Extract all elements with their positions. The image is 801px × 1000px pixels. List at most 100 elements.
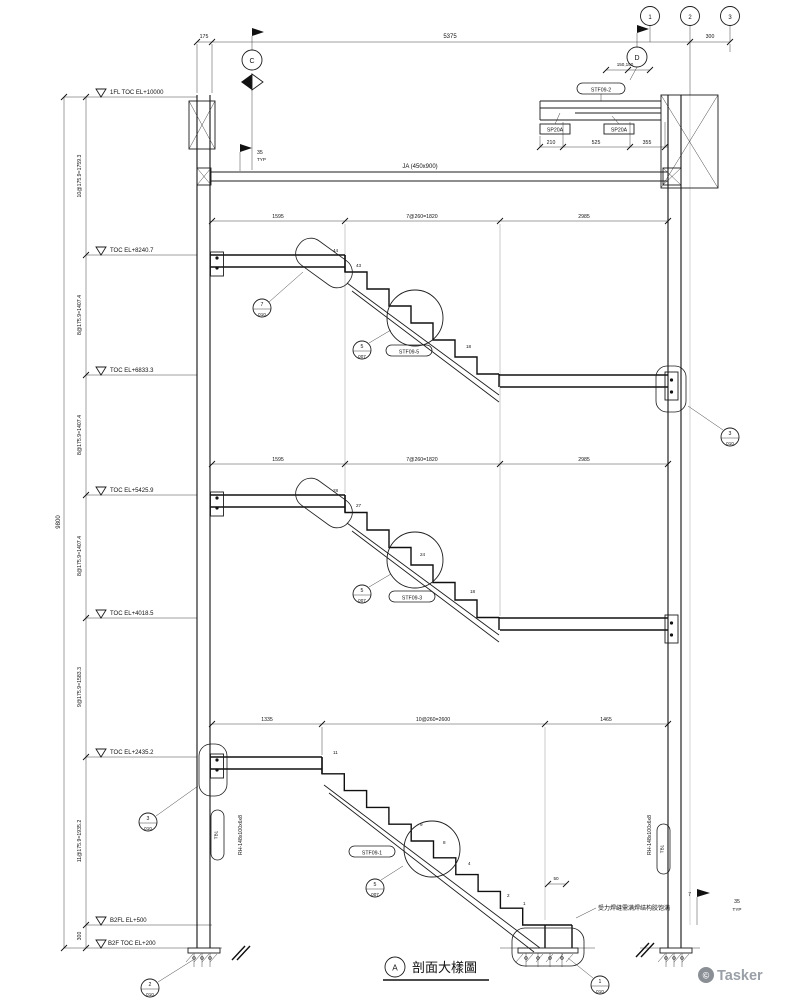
note-leader <box>575 907 597 919</box>
f1-dim-left: 1595 <box>272 214 284 220</box>
f3-step-num-e: 2 <box>507 893 510 898</box>
bolt-circle <box>664 956 668 960</box>
weld-note-text: 受力焊缝需满焊结构胶饱满 <box>598 904 670 912</box>
bolt-circle <box>560 956 564 960</box>
f2-step-num-c: 24 <box>420 552 426 557</box>
f1-step-num-c: 18 <box>466 344 472 349</box>
grid-label-3: 3 <box>728 15 732 21</box>
title-bubble-circle <box>384 956 406 978</box>
weld-number: 7 <box>688 892 691 898</box>
elevation-symbol-6 <box>95 748 107 758</box>
f1-top-landing <box>210 254 346 272</box>
f3-step-num-b: 9 <box>420 822 423 827</box>
flight-2: 1595 7@260=1820 2985 STF09-3 28 27 24 18… <box>208 457 679 644</box>
bubble-circle <box>138 812 158 832</box>
bubble-leader <box>368 329 392 344</box>
bubble-circle <box>140 978 160 998</box>
f3-detail-circle <box>403 820 461 878</box>
break-mark-right <box>635 942 655 958</box>
f3-steps <box>321 757 545 926</box>
beam-left-connection <box>196 167 212 186</box>
f2-left-connection <box>210 491 224 517</box>
f1-label: STF09-5 <box>399 350 419 356</box>
f3-stringer-right: RH-148x100x6x8 <box>647 815 653 855</box>
stair-anchor-bolts <box>525 953 563 967</box>
f1-dim-right: 2985 <box>578 214 590 220</box>
f3-step-num-f: 1 <box>523 901 526 906</box>
bubble-number: 5 <box>361 588 364 594</box>
f1-bolt-3 <box>669 378 674 382</box>
elevation-symbol-7 <box>95 916 107 926</box>
callout-c-flag <box>252 28 264 36</box>
f1-step-num-a: 44 <box>333 248 339 253</box>
dim-150-150: 150,150 <box>617 62 634 67</box>
bubble-circle <box>365 878 385 898</box>
vdim-seg7: 300 <box>77 932 83 941</box>
dim-ticks-total <box>60 93 68 952</box>
f2-detail-circle <box>386 531 444 589</box>
level-lines <box>86 96 222 949</box>
elevation-symbol-2 <box>95 246 107 256</box>
vdim-seg1: 10@175.9=1759.3 <box>77 154 83 197</box>
dim-extensions <box>196 44 731 93</box>
bolt-circle <box>192 956 196 960</box>
callout-d-leader <box>629 66 638 81</box>
left-dimension-lines: 10@175.9=1759.3 8@175.9=1407.4 8@175.9=1… <box>56 93 90 952</box>
bubble-circle <box>252 298 272 318</box>
f2-bolt-4 <box>669 633 674 637</box>
bolt-circle <box>548 956 552 960</box>
bubble-number: 3 <box>147 816 150 822</box>
f2-dim-left: 1595 <box>272 457 284 463</box>
elevation-label-1fl: 1FL TOC EL+10000 <box>110 90 164 96</box>
dim-175: 175 <box>200 34 209 40</box>
left-anchor-bolts <box>193 953 211 967</box>
vdim-seg3: 8@175.9=1407.4 <box>77 415 83 455</box>
dim-300: 300 <box>706 34 715 40</box>
bubble-leader <box>368 573 392 588</box>
top-right-connection-detail: STF09-2 SP20A SP20A 210 525 355 150,150 <box>536 62 669 151</box>
beam-right-hatch <box>662 167 682 186</box>
f3-bubble-mid: 5 007 <box>365 865 404 898</box>
watermark-name: Tasker <box>717 968 763 984</box>
beam-right-connection <box>662 167 682 186</box>
weld-size-top: 35 <box>257 150 263 156</box>
vdim-seg4: 8@175.9=1407.4 <box>77 536 83 576</box>
f3-bubble-left: 3 010 <box>138 785 199 832</box>
bubble-leader <box>380 865 404 881</box>
flight-3: 1335 10@260=2600 1465 STF09-1 11 9 8 4 2… <box>138 717 672 998</box>
cut-symbol-open <box>251 73 264 91</box>
f3-bolt-1 <box>215 758 219 762</box>
f2-right-connection <box>664 614 679 644</box>
f3-label-capsule <box>348 845 396 858</box>
bolt-circle <box>672 956 676 960</box>
bubble-leader <box>157 959 194 983</box>
f2-top-landing <box>210 494 346 512</box>
left-embed-cross <box>188 100 216 150</box>
beam-lines <box>210 171 668 182</box>
f3-bubble-base: 1 010 <box>567 957 610 995</box>
bubble-sheet: 010 <box>146 992 154 997</box>
dim-150-ticks <box>602 66 654 74</box>
elevation-markers: 1FL TOC EL+10000 TOC EL+8240.7 TOC EL+68… <box>86 88 222 949</box>
detail-beam-lines <box>539 100 661 121</box>
title-block: A 剖面大樣圖 <box>383 956 489 981</box>
drawing-title: 剖面大樣圖 <box>412 960 477 975</box>
bubble-sheet: 010 <box>258 312 266 317</box>
sp20a-label-2: SP20A <box>611 128 628 134</box>
cut-symbol-filled <box>241 74 252 90</box>
stf09-2-label: STF09-2 <box>591 88 611 94</box>
bubble-sheet: 010 <box>144 826 152 831</box>
f3-tag-left-capsule <box>210 809 225 861</box>
grid-leaders <box>649 25 731 95</box>
f1-dim-mid: 7@260=1820 <box>406 214 437 220</box>
bubble-sheet: 010 <box>726 441 734 446</box>
dim-210: 210 <box>547 140 556 146</box>
f3-soffit <box>323 784 541 953</box>
section-callout-d: D <box>626 25 649 81</box>
f3-dim-right: 1465 <box>600 717 612 723</box>
bottom-right-notes: 7 35 TYP 受力焊缝需满焊结构胶饱满 <box>575 889 741 925</box>
bubble-sheet: 007 <box>371 892 379 897</box>
bubble-circle <box>352 584 372 604</box>
weld-size-bottom: 35 <box>734 899 740 905</box>
f2-steps <box>344 495 499 619</box>
